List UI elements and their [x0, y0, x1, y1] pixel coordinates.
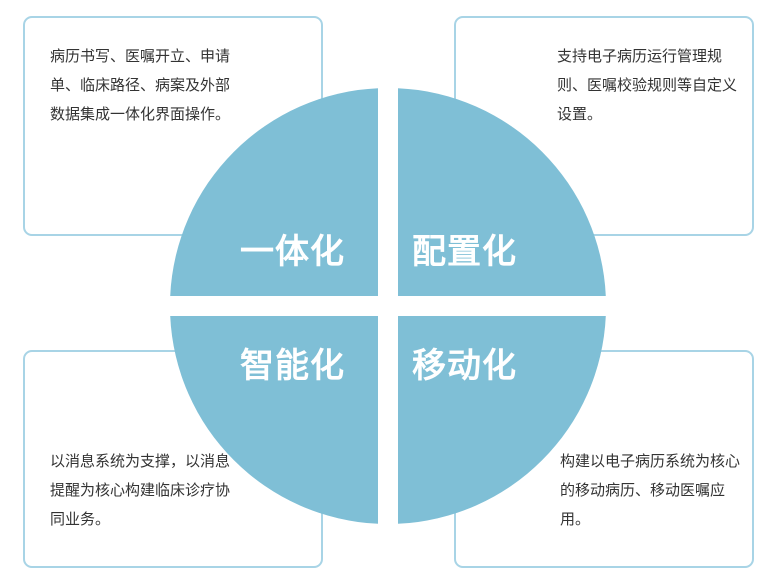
quadrant-label-bottom-right: 移动化 [412, 346, 517, 386]
quadrant-top-right [398, 88, 606, 296]
description-bottom-left: 以消息系统为支撑，以消息提醒为核心构建临床诊疗协同业务。 [50, 452, 231, 528]
quadrant-label-top-left: 一体化 [240, 232, 345, 272]
quadrant-bottom-right [398, 316, 606, 524]
description-top-right: 支持电子病历运行管理规则、医嘱校验规则等自定义设置。 [557, 47, 738, 123]
description-bottom-right: 构建以电子病历系统为核心的移动病历、移动医嘱应用。 [560, 452, 741, 528]
description-top-left: 病历书写、医嘱开立、申请单、临床路径、病案及外部数据集成一体化界面操作。 [50, 47, 231, 123]
quadrant-label-bottom-left: 智能化 [240, 346, 345, 386]
quadrant-bottom-left [170, 316, 378, 524]
quadrant-top-left [170, 88, 378, 296]
quadrant-label-top-right: 配置化 [412, 232, 517, 272]
